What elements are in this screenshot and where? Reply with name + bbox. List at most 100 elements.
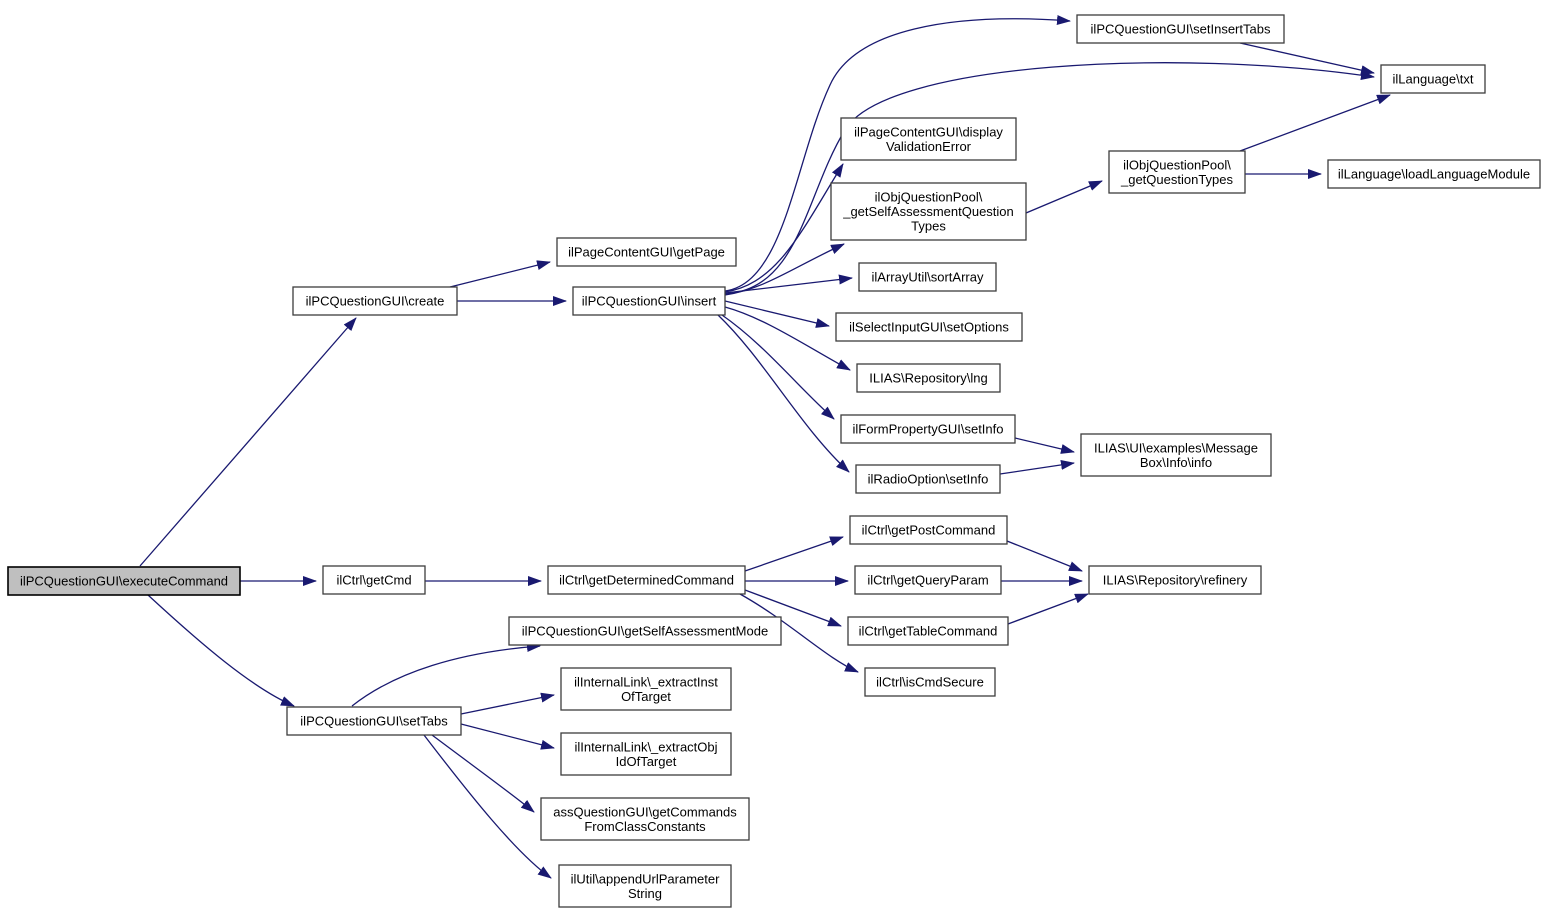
edge-execute-command--create (139, 317, 357, 567)
node-box-extract-inst-of-target[interactable] (560, 667, 732, 711)
node-label-get-self-assessment-mode: ilPCQuestionGUI\getSelfAssessmentMode (522, 624, 768, 639)
node-get-table-command[interactable]: ilCtrl\getTableCommand (847, 616, 1009, 646)
node-box-get-post-command[interactable] (849, 515, 1008, 545)
node-lng[interactable]: ILIAS\Repository\lng (856, 363, 1001, 393)
node-label-form-property-set-info: ilFormPropertyGUI\setInfo (853, 422, 1004, 437)
node-box-refinery[interactable] (1088, 565, 1262, 595)
node-box-load-language-module[interactable] (1327, 159, 1541, 189)
node-box-radio-option-set-info[interactable] (855, 464, 1001, 494)
node-label-lng: ILIAS\Repository\lng (869, 371, 988, 386)
edge-insert--txt (724, 62, 1375, 295)
edge-set-tabs--get-commands-from-class-constants (431, 734, 535, 813)
node-label-get-post-command: ilCtrl\getPostCommand (862, 523, 996, 538)
node-box-get-self-assessment-question-types[interactable] (830, 182, 1027, 241)
edge-get-post-command--refinery (1006, 540, 1083, 572)
edge-set-tabs--append-url-parameter-string (423, 734, 552, 879)
edges-layer (139, 15, 1391, 879)
node-get-cmd[interactable]: ilCtrl\getCmd (322, 565, 426, 595)
node-label-set-tabs: ilPCQuestionGUI\setTabs (300, 714, 448, 729)
node-label-create: ilPCQuestionGUI\create (306, 294, 445, 309)
node-form-property-set-info[interactable]: ilFormPropertyGUI\setInfo (840, 414, 1016, 444)
node-radio-option-set-info[interactable]: ilRadioOption\setInfo (855, 464, 1001, 494)
node-set-tabs[interactable]: ilPCQuestionGUI\setTabs (286, 706, 462, 736)
node-label-set-insert-tabs: ilPCQuestionGUI\setInsertTabs (1091, 22, 1271, 37)
node-box-get-question-types[interactable] (1108, 150, 1246, 194)
node-label-get-determined-command: ilCtrl\getDeterminedCommand (559, 573, 734, 588)
node-label-get-self-assessment-question-types: ilObjQuestionPool\_getSelfAssessmentQues… (842, 190, 1014, 234)
node-is-cmd-secure[interactable]: ilCtrl\isCmdSecure (864, 667, 996, 697)
node-box-is-cmd-secure[interactable] (864, 667, 996, 697)
edge-form-property-set-info--message-box-info (1014, 437, 1075, 454)
node-box-create[interactable] (292, 286, 458, 316)
edge-insert--set-insert-tabs (724, 15, 1071, 292)
edge-execute-command--set-tabs (147, 594, 295, 707)
node-refinery[interactable]: ILIAS\Repository\refinery (1088, 565, 1262, 595)
node-insert[interactable]: ilPCQuestionGUI\insert (572, 286, 726, 316)
node-set-options[interactable]: ilSelectInputGUI\setOptions (835, 312, 1023, 342)
edge-insert--radio-option-set-info (717, 314, 850, 473)
node-box-extract-obj-id-of-target[interactable] (560, 732, 732, 776)
node-label-get-table-command: ilCtrl\getTableCommand (859, 624, 998, 639)
edge-get-determined-command--is-cmd-secure (739, 593, 859, 673)
edge-insert--form-property-set-info (721, 314, 835, 420)
node-box-get-commands-from-class-constants[interactable] (540, 797, 750, 841)
edge-get-self-assessment-question-types--get-question-types (1025, 180, 1103, 214)
nodes-layer: ilPCQuestionGUI\executeCommand ilPCQuesti… (7, 14, 1541, 908)
node-box-get-self-assessment-mode[interactable] (508, 616, 782, 646)
node-set-insert-tabs[interactable]: ilPCQuestionGUI\setInsertTabs (1076, 14, 1285, 44)
node-label-execute-command: ilPCQuestionGUI\executeCommand (20, 574, 228, 589)
node-box-get-table-command[interactable] (847, 616, 1009, 646)
node-label-txt: ilLanguage\txt (1393, 72, 1474, 87)
node-create[interactable]: ilPCQuestionGUI\create (292, 286, 458, 316)
edge-set-tabs--extract-inst-of-target (460, 692, 555, 715)
node-label-load-language-module: ilLanguage\loadLanguageModule (1338, 167, 1530, 182)
node-get-query-param[interactable]: ilCtrl\getQueryParam (854, 565, 1002, 595)
node-get-question-types[interactable]: ilObjQuestionPool\_getQuestionTypes (1108, 150, 1246, 194)
node-label-get-question-types: ilObjQuestionPool\_getQuestionTypes (1120, 157, 1234, 187)
node-box-set-tabs[interactable] (286, 706, 462, 736)
node-box-message-box-info[interactable] (1080, 433, 1272, 477)
node-get-page[interactable]: ilPageContentGUI\getPage (556, 237, 737, 267)
node-txt[interactable]: ilLanguage\txt (1380, 64, 1486, 94)
edge-set-insert-tabs--txt (1239, 42, 1375, 76)
node-box-insert[interactable] (572, 286, 726, 316)
node-box-display-validation-error[interactable] (840, 117, 1017, 161)
node-box-get-page[interactable] (556, 237, 737, 267)
node-label-is-cmd-secure: ilCtrl\isCmdSecure (876, 675, 984, 690)
node-label-get-query-param: ilCtrl\getQueryParam (867, 573, 988, 588)
node-box-form-property-set-info[interactable] (840, 414, 1016, 444)
node-load-language-module[interactable]: ilLanguage\loadLanguageModule (1327, 159, 1541, 189)
node-get-self-assessment-question-types[interactable]: ilObjQuestionPool\_getSelfAssessmentQues… (830, 182, 1027, 241)
node-box-get-cmd[interactable] (322, 565, 426, 595)
edge-insert--display-validation-error (724, 163, 844, 293)
node-label-refinery: ILIAS\Repository\refinery (1103, 573, 1248, 588)
node-box-lng[interactable] (856, 363, 1001, 393)
node-sort-array[interactable]: ilArrayUtil\sortArray (858, 262, 997, 292)
node-get-determined-command[interactable]: ilCtrl\getDeterminedCommand (547, 565, 746, 595)
node-box-set-options[interactable] (835, 312, 1023, 342)
node-box-set-insert-tabs[interactable] (1076, 14, 1285, 44)
edge-insert--get-self-assessment-question-types (724, 243, 845, 296)
edge-set-tabs--get-self-assessment-mode (351, 641, 541, 707)
node-box-txt[interactable] (1380, 64, 1486, 94)
node-get-self-assessment-mode[interactable]: ilPCQuestionGUI\getSelfAssessmentMode (508, 616, 782, 646)
node-get-post-command[interactable]: ilCtrl\getPostCommand (849, 515, 1008, 545)
node-box-get-query-param[interactable] (854, 565, 1002, 595)
node-box-sort-array[interactable] (858, 262, 997, 292)
node-box-append-url-parameter-string[interactable] (558, 864, 732, 908)
node-box-get-determined-command[interactable] (547, 565, 746, 595)
edge-create--get-page (449, 260, 551, 288)
